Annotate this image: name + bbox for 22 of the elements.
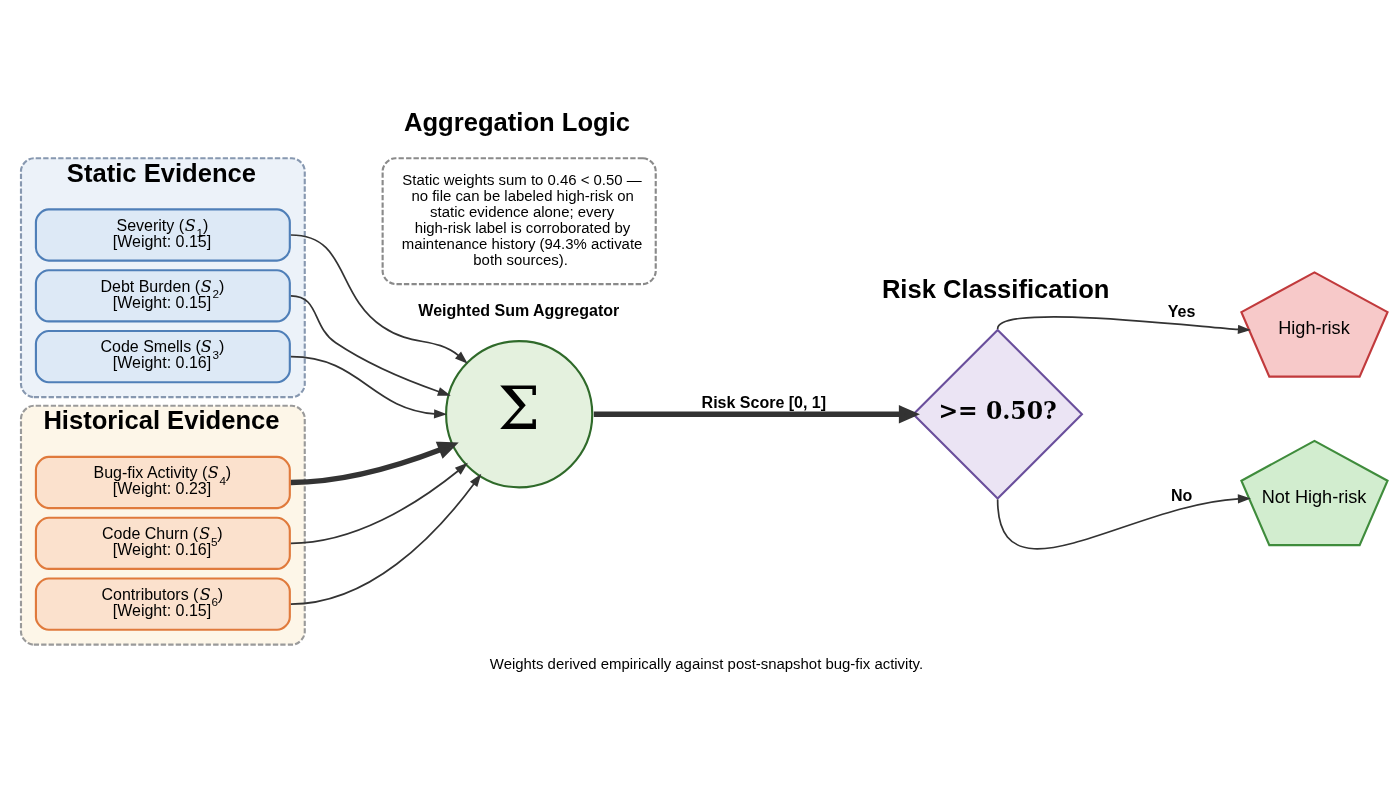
arrow (290, 233, 468, 364)
node-label: Weighted Sum Aggregator (418, 301, 620, 319)
arrow (996, 493, 1251, 550)
node-box: Debt Burden (S$_{2}$) [Weight: 0.15] (34, 268, 291, 322)
arrow (996, 315, 1251, 334)
arrow (593, 404, 920, 423)
edge-label: Risk Score [0, 1] (701, 393, 827, 411)
node-box: Bug-fix Activity (S$_{4}$) [Weight: 0.23] (34, 455, 291, 509)
arrow (290, 473, 482, 605)
edge-label: No (1170, 486, 1193, 504)
node-box: Code Smells (S$_{3}$) [Weight: 0.16] (34, 329, 291, 383)
node-box: Code Churn (S$_{5}$) [Weight: 0.16] (34, 516, 291, 570)
label: Risk Classification (881, 274, 1110, 303)
node-box: Contributors (S$_{6}$) [Weight: 0.15] (34, 576, 291, 631)
node-label: Aggregation Logic (403, 107, 631, 136)
arrow (290, 462, 468, 544)
arrow (290, 294, 451, 396)
caption: Weights derived empirically against post-snapshot bug-fix activity. (489, 654, 924, 672)
edge-label: Yes (1167, 302, 1196, 320)
node-box: Static weights sum to 0.46 < 0.50 — no file can be labeled high-risk on static evidence alone; every high-risk label is corroborated by maintenance history (94.3% activate both sources). (381, 156, 657, 285)
arrow (290, 355, 448, 418)
arrow (290, 441, 459, 485)
